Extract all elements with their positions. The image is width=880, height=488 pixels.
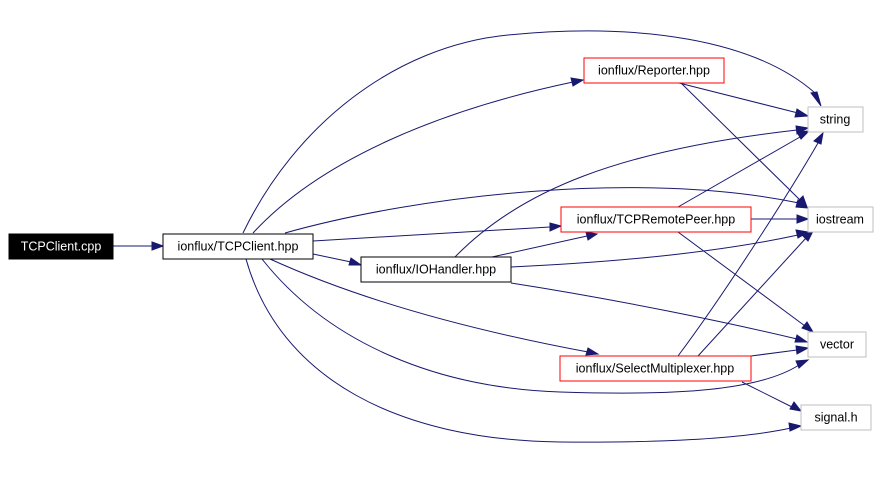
node-label-tcpclient-cpp: TCPClient.cpp [21, 239, 102, 253]
edge-tcpclient-hpp-to-signal-h [245, 258, 803, 443]
node-selectmultiplexer-hpp[interactable]: ionflux/SelectMultiplexer.hpp [559, 355, 752, 382]
edge-iohandler-hpp-to-vector [510, 282, 809, 343]
edge-tcpclient-hpp-to-selectmultiplexer-hpp [269, 258, 600, 356]
node-iohandler-hpp[interactable]: ionflux/IOHandler.hpp [360, 256, 512, 283]
edge-iohandler-hpp-to-string [454, 125, 810, 258]
edge-tcpclient-hpp-to-iohandler-hpp [312, 253, 363, 266]
edge-selectmultiplexer-hpp-to-signal-h [741, 381, 803, 412]
edge-reporter-hpp-to-iostream [679, 81, 808, 209]
edge-selectmultiplexer-hpp-to-string [677, 131, 824, 357]
nodes-layer: TCPClient.cpp ionflux/TCPClient.hpp ionf… [8, 57, 874, 431]
node-label-iohandler-hpp: ionflux/IOHandler.hpp [376, 262, 496, 276]
node-label-selectmultiplexer-hpp: ionflux/SelectMultiplexer.hpp [576, 361, 734, 375]
edge-tcpclient-hpp-to-tcpremotepeer-hpp [312, 222, 563, 242]
node-tcpclient-cpp[interactable]: TCPClient.cpp [8, 233, 114, 260]
node-iostream[interactable]: iostream [807, 206, 874, 233]
edge-selectmultiplexer-hpp-to-iostream [697, 230, 815, 357]
node-tcpremotepeer-hpp[interactable]: ionflux/TCPRemotePeer.hpp [560, 206, 752, 233]
node-label-signal-h: signal.h [814, 410, 857, 424]
edge-tcpclient-hpp-to-vector [261, 258, 810, 394]
edges-layer [113, 30, 824, 443]
edge-tcpremotepeer-hpp-to-vector [677, 231, 815, 333]
node-label-tcpclient-hpp: ionflux/TCPClient.hpp [178, 239, 299, 253]
edge-iohandler-hpp-to-tcpremotepeer-hpp [491, 231, 599, 258]
edge-reporter-hpp-to-string [674, 81, 810, 118]
node-label-string: string [820, 112, 851, 126]
edge-tcpremotepeer-hpp-to-iostream [751, 214, 810, 224]
node-vector[interactable]: vector [807, 331, 867, 358]
node-label-reporter-hpp: ionflux/Reporter.hpp [598, 63, 710, 77]
node-label-iostream: iostream [816, 212, 864, 226]
edge-iohandler-hpp-to-iostream [510, 229, 810, 268]
node-reporter-hpp[interactable]: ionflux/Reporter.hpp [583, 57, 725, 84]
edge-tcpclient-cpp-to-tcpclient-hpp [113, 241, 165, 251]
edge-tcpremotepeer-hpp-to-string [677, 130, 811, 208]
node-tcpclient-hpp[interactable]: ionflux/TCPClient.hpp [162, 233, 314, 260]
node-string[interactable]: string [807, 106, 864, 133]
edge-tcpclient-hpp-to-reporter-hpp [252, 77, 585, 234]
node-label-vector: vector [820, 337, 854, 351]
edge-selectmultiplexer-hpp-to-vector [750, 345, 810, 357]
node-signal-h[interactable]: signal.h [800, 404, 872, 431]
node-label-tcpremotepeer-hpp: ionflux/TCPRemotePeer.hpp [577, 212, 735, 226]
edge-tcpclient-hpp-to-string [242, 30, 822, 234]
